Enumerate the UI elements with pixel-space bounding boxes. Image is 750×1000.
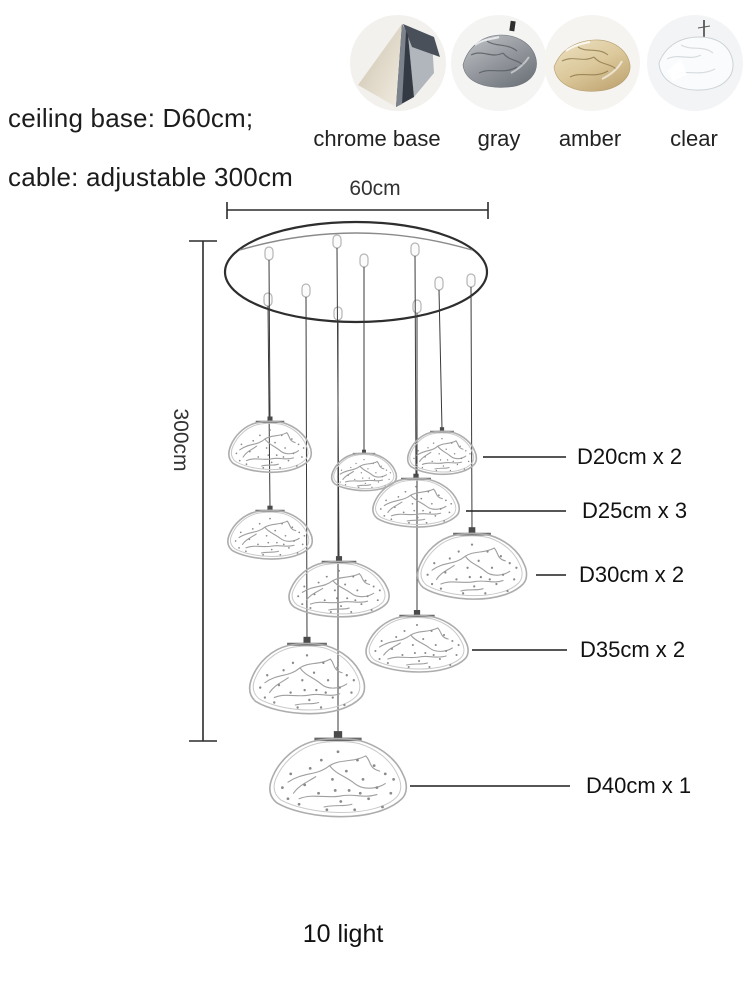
leader-lines xyxy=(410,456,570,787)
cable-spec-text: cable: adjustable 300cm xyxy=(8,162,294,192)
gray-swatch-image xyxy=(451,15,547,111)
swatch-label-amber: amber xyxy=(558,126,622,151)
swatch-label-clear: clear xyxy=(670,126,718,151)
swatch-clear xyxy=(647,15,743,111)
pendant-size-label-d30: D30cm x 2 xyxy=(579,562,685,587)
pendant-d35-1 xyxy=(364,608,470,674)
pendant-d35-2 xyxy=(248,635,367,716)
swatch-chrome-base xyxy=(350,15,446,111)
pendant-d25-1 xyxy=(227,415,313,474)
pendant-size-label-d40: D40cm x 1 xyxy=(586,773,692,798)
swatch-label-chrome-base: chrome base xyxy=(313,126,441,151)
pendant-d30-2 xyxy=(287,554,391,619)
width-dimension-line xyxy=(226,202,489,219)
swatch-amber xyxy=(544,15,640,111)
swatch-gray xyxy=(451,15,547,111)
pendants xyxy=(226,415,528,819)
pendant-d30-1 xyxy=(416,525,528,601)
pendant-d20-2 xyxy=(330,448,398,492)
swatch-label-gray: gray xyxy=(477,126,521,151)
pendant-d25-3 xyxy=(226,504,314,561)
pendant-size-label-d20: D20cm x 2 xyxy=(577,444,683,469)
pendant-d25-2 xyxy=(371,472,461,529)
height-dimension-line xyxy=(189,240,217,742)
chrome-base-swatch-image xyxy=(350,15,446,111)
pendant-size-label-d25: D25cm x 3 xyxy=(582,498,688,523)
ceiling-plate xyxy=(223,220,489,324)
clear-swatch-image xyxy=(647,15,743,111)
amber-swatch-image xyxy=(544,15,640,111)
pendant-d40-1 xyxy=(268,729,409,819)
height-dimension-label: 300cm xyxy=(169,408,192,472)
width-dimension-label: 60cm xyxy=(349,177,401,200)
pendant-d20-1 xyxy=(406,426,478,476)
ceiling-base-spec-text: ceiling base: D60cm; xyxy=(8,103,254,133)
light-count-label: 10 light xyxy=(302,920,384,948)
cables xyxy=(267,247,473,736)
pendant-size-label-d35: D35cm x 2 xyxy=(580,637,686,662)
